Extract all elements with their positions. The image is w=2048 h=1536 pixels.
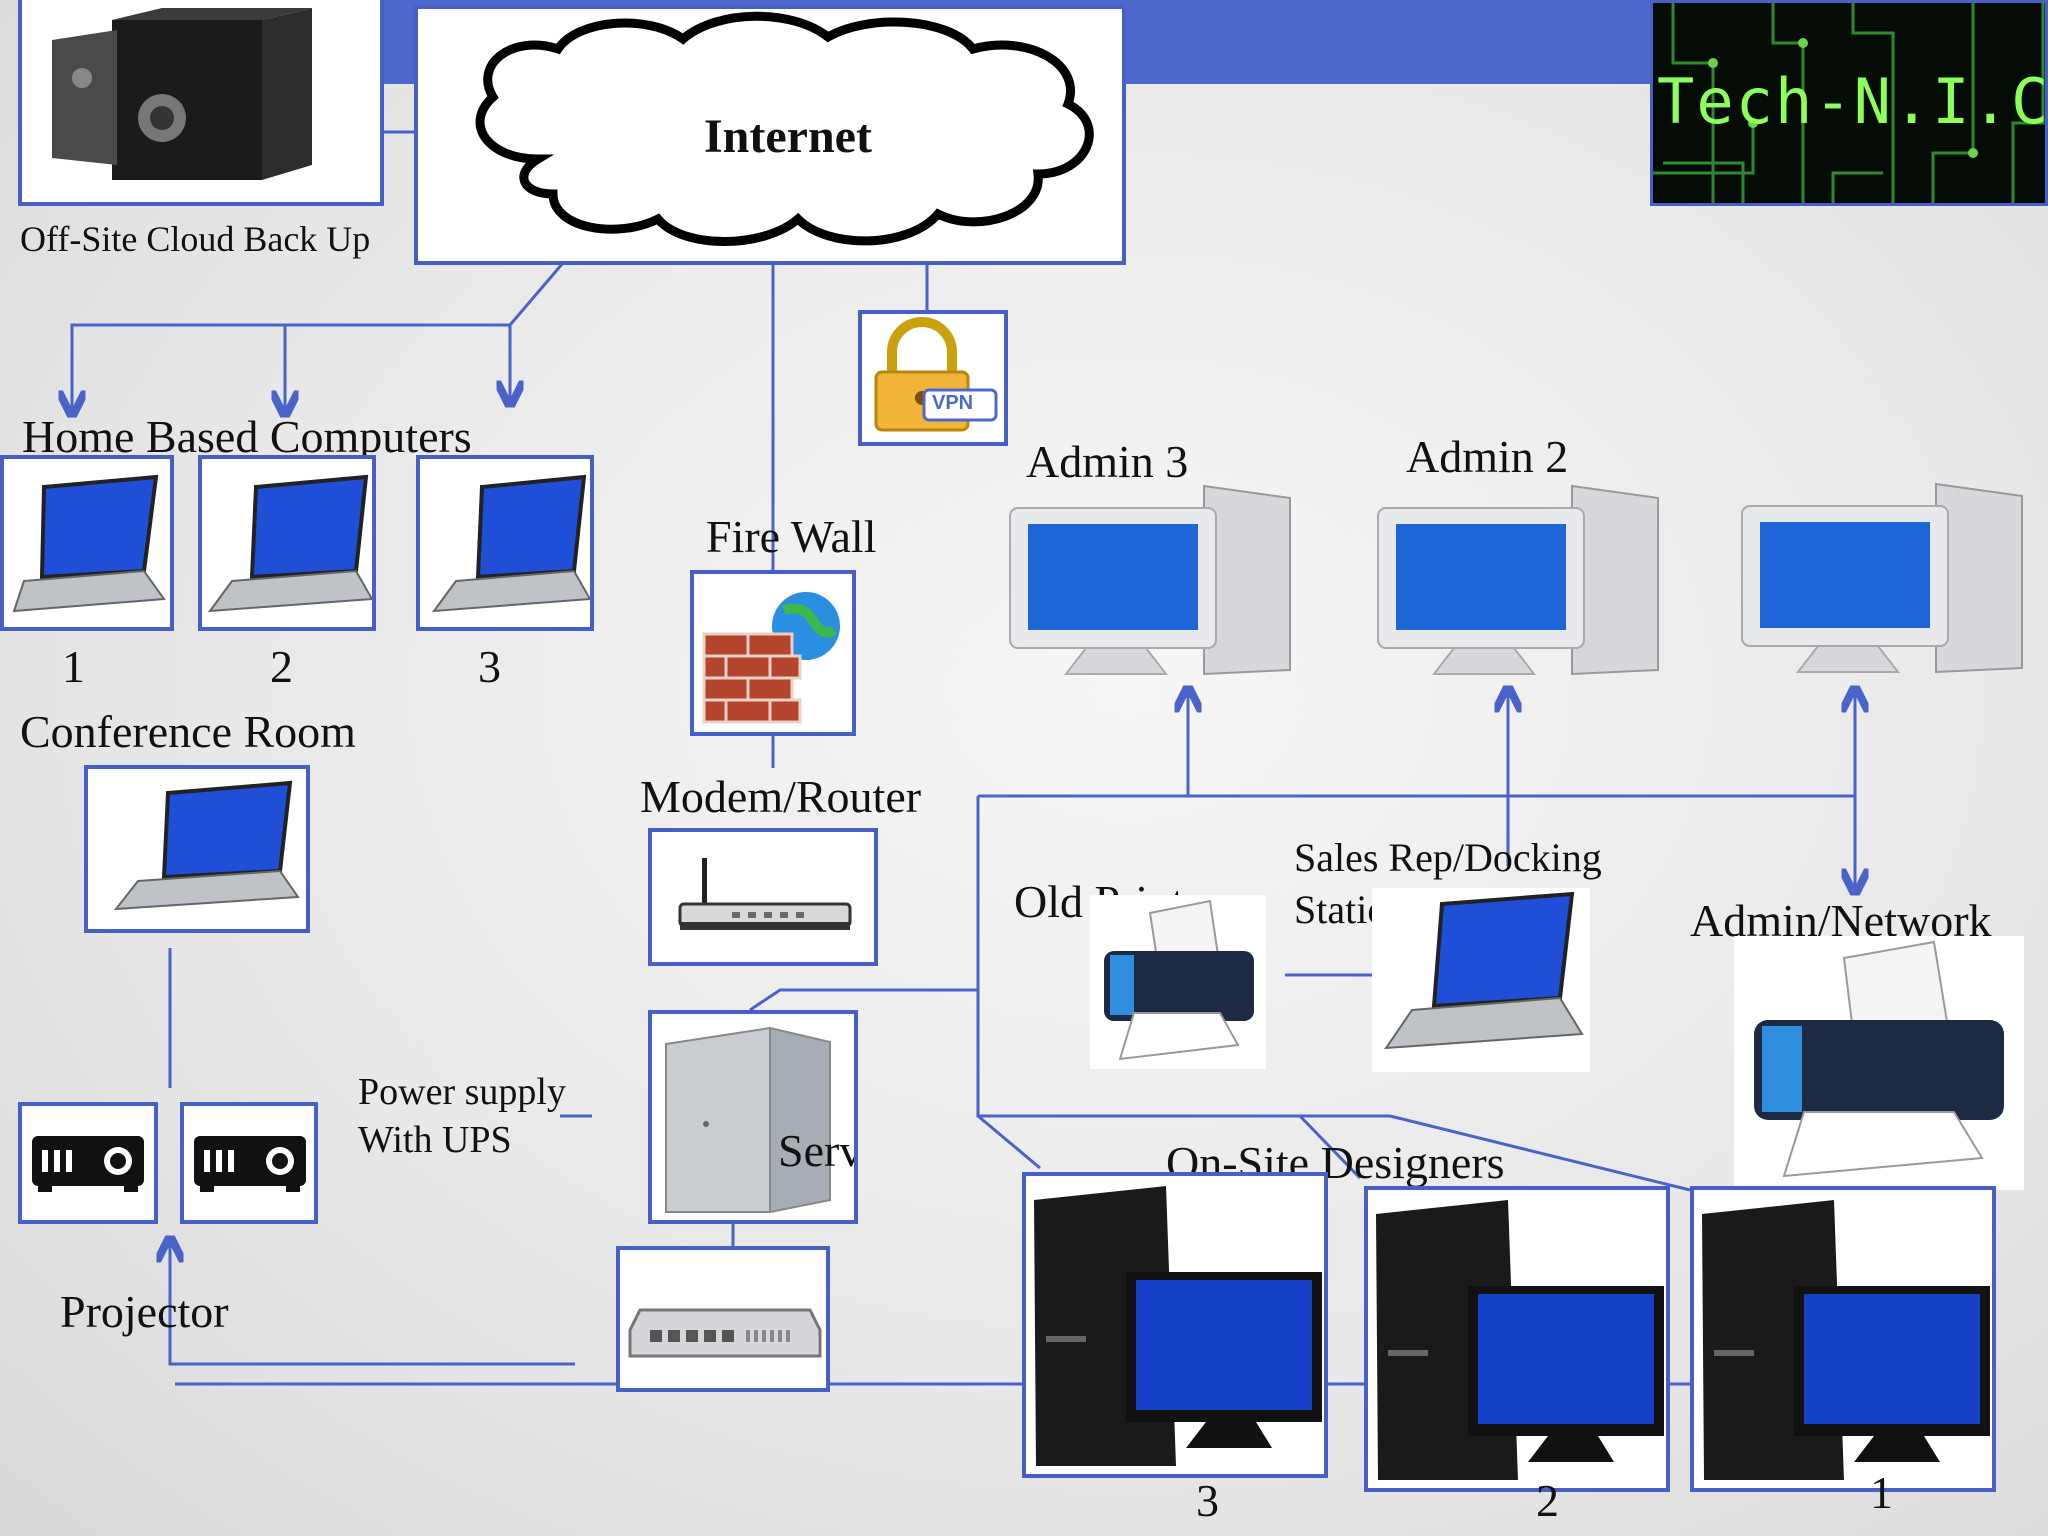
desktop-computer-icon — [1009, 484, 1291, 676]
switch-icon — [628, 1308, 822, 1358]
firewall-box — [690, 570, 856, 736]
desktop-tower-monitor-icon — [1702, 1200, 1990, 1480]
home-number-2: 2 — [270, 641, 293, 692]
internet-box: Internet — [414, 5, 1126, 265]
vpn-box: VPN — [858, 310, 1008, 446]
cloud-icon — [475, 11, 1094, 246]
printer-icon — [1754, 940, 2004, 1178]
desktop-computer-icon — [1741, 482, 2023, 674]
network-printer — [1734, 936, 2024, 1190]
designer-computer-3 — [1022, 1172, 1328, 1478]
admin-3-label: Admin 3 — [1026, 436, 1189, 487]
server-box: Server — [648, 1010, 858, 1224]
admin-2-label: Admin 2 — [1406, 431, 1569, 482]
server-tower-icon — [665, 1026, 831, 1214]
safe-icon — [52, 8, 312, 180]
laptop-icon — [207, 474, 372, 613]
projector-icon — [194, 1136, 306, 1192]
laptop-icon — [1384, 891, 1584, 1050]
admin-1-desktop — [1738, 476, 2024, 678]
designer-number-1: 1 — [1870, 1467, 1893, 1518]
designer-computer-2 — [1364, 1186, 1670, 1492]
designer-number-3: 3 — [1196, 1475, 1219, 1526]
network-switch-box — [616, 1246, 830, 1392]
projector-2 — [180, 1102, 318, 1224]
conference-room-title: Conference Room — [20, 706, 356, 757]
backup-safe-box — [18, 0, 384, 206]
admin-2-desktop — [1374, 478, 1660, 678]
home-number-1: 1 — [62, 641, 85, 692]
home-number-3: 3 — [478, 641, 501, 692]
designer-computer-1 — [1690, 1186, 1996, 1492]
tech-nic-logo: Tech-N.I.C — [1650, 0, 2048, 206]
admin-3-desktop — [1006, 478, 1292, 678]
home-laptop-3 — [416, 455, 594, 631]
home-laptop-2 — [198, 455, 376, 631]
laptop-icon — [12, 474, 166, 613]
power-supply-label-line1: Power supply — [358, 1071, 566, 1113]
desktop-tower-monitor-icon — [1034, 1186, 1322, 1466]
logo-text: Tech-N.I.C — [1657, 65, 2048, 138]
printer-icon — [1104, 899, 1254, 1061]
vpn-badge: VPN — [932, 392, 974, 414]
projector-1 — [18, 1102, 158, 1224]
laptop-icon — [113, 780, 300, 911]
home-computers-title: Home Based Computers — [22, 411, 472, 462]
home-laptop-1 — [0, 455, 174, 631]
modem-router-box — [648, 828, 878, 966]
old-printer — [1090, 895, 1266, 1069]
power-supply-label-line2: With UPS — [358, 1119, 512, 1161]
desktop-computer-icon — [1377, 484, 1659, 676]
laptop-icon — [431, 474, 590, 613]
circuit-pattern-icon — [1653, 3, 2045, 203]
projector-icon — [32, 1136, 144, 1192]
router-icon — [678, 858, 852, 930]
desktop-tower-monitor-icon — [1376, 1200, 1664, 1480]
firewall-label: Fire Wall — [706, 511, 877, 562]
firewall-icon — [702, 592, 840, 724]
projector-label: Projector — [60, 1286, 229, 1337]
server-label: Server — [778, 1125, 854, 1176]
vpn-lock-icon — [874, 317, 998, 432]
internet-label: Internet — [704, 110, 872, 163]
designer-number-2: 2 — [1536, 1475, 1559, 1526]
conference-laptop — [84, 765, 310, 933]
backup-label: Off-Site Cloud Back Up — [20, 219, 371, 259]
sales-rep-label-line1: Sales Rep/Docking — [1294, 835, 1602, 880]
modem-router-label: Modem/Router — [640, 771, 922, 822]
sales-rep-laptop — [1372, 888, 1590, 1072]
